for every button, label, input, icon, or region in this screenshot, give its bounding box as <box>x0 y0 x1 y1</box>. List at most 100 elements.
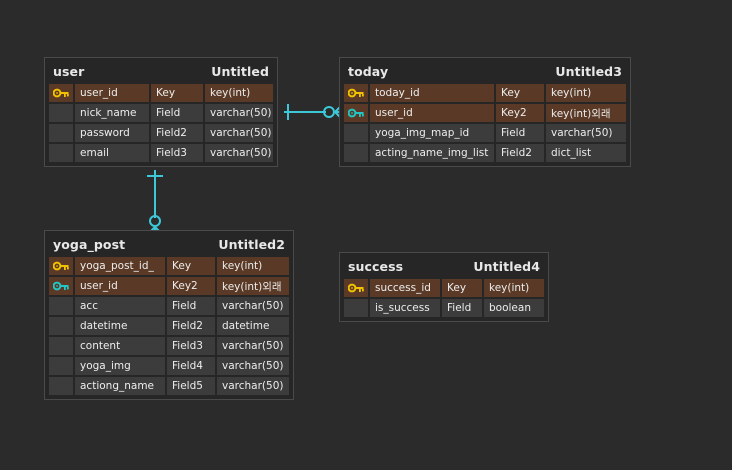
field-datatype: varchar(50) <box>217 357 289 375</box>
field-name: yoga_img_map_id <box>370 124 494 142</box>
field-datatype: key(int) <box>205 84 273 102</box>
primary-key-icon <box>49 257 73 275</box>
primary-key-icon <box>344 84 368 102</box>
field-name: datetime <box>75 317 165 335</box>
relationship-user-yogapost[interactable] <box>146 170 164 236</box>
field-name: user_id <box>370 104 494 122</box>
entity-subtitle: Untitled2 <box>218 237 285 252</box>
field-datatype: boolean <box>484 299 544 317</box>
field-icon-empty <box>49 317 73 335</box>
field-datatype: varchar(50) <box>217 297 289 315</box>
field-icon-empty <box>49 144 73 162</box>
field-name: password <box>75 124 149 142</box>
cardinality-zero-circle <box>149 215 161 227</box>
primary-key-icon <box>344 279 368 297</box>
field-name: user_id <box>75 84 149 102</box>
field-datatype: varchar(50) <box>205 124 273 142</box>
field-role: Key <box>496 84 544 102</box>
field-datatype: key(int) <box>217 257 289 275</box>
field-datatype: varchar(50) <box>546 124 626 142</box>
field-icon-empty <box>344 124 368 142</box>
field-role: Field3 <box>167 337 215 355</box>
field-datatype: key(int) <box>546 84 626 102</box>
field-icon-empty <box>344 299 368 317</box>
field-role: Field5 <box>167 377 215 395</box>
entity-title: today <box>348 64 389 79</box>
field-datatype: key(int)외래 <box>546 104 626 122</box>
field-role: Key <box>151 84 203 102</box>
primary-key-icon <box>49 84 73 102</box>
field-role: Field2 <box>167 317 215 335</box>
relationship-user-today[interactable] <box>284 103 344 121</box>
entity-subtitle: Untitled3 <box>555 64 622 79</box>
field-name: nick_name <box>75 104 149 122</box>
field-icon-empty <box>49 104 73 122</box>
field-role: Field2 <box>151 124 203 142</box>
field-name: user_id <box>75 277 165 295</box>
field-role: Key <box>442 279 482 297</box>
entity-title: user <box>53 64 85 79</box>
field-datatype: key(int)외래 <box>217 277 289 295</box>
entity-title: yoga_post <box>53 237 126 252</box>
field-datatype: varchar(50) <box>217 337 289 355</box>
field-name: success_id <box>370 279 440 297</box>
field-role: Field <box>496 124 544 142</box>
foreign-key-icon <box>344 104 368 122</box>
field-icon-empty <box>49 124 73 142</box>
field-name: acting_name_img_list <box>370 144 494 162</box>
entity-subtitle: Untitled4 <box>473 259 540 274</box>
field-name: actiong_name <box>75 377 165 395</box>
field-name: yoga_post_id_ <box>75 257 165 275</box>
field-datatype: datetime <box>217 317 289 335</box>
field-role: Field2 <box>496 144 544 162</box>
foreign-key-icon <box>49 277 73 295</box>
cardinality-zero-circle <box>323 106 335 118</box>
entity-subtitle: Untitled <box>211 64 269 79</box>
entity-header: success Untitled4 <box>344 257 544 279</box>
field-datatype: varchar(50) <box>205 144 273 162</box>
field-role: Field <box>167 297 215 315</box>
field-icon-empty <box>344 144 368 162</box>
field-name: is_success <box>370 299 440 317</box>
field-role: Key2 <box>167 277 215 295</box>
entity-header: user Untitled <box>49 62 273 84</box>
field-name: yoga_img <box>75 357 165 375</box>
field-datatype: key(int) <box>484 279 544 297</box>
field-icon-empty <box>49 337 73 355</box>
field-role: Field3 <box>151 144 203 162</box>
field-role: Key2 <box>496 104 544 122</box>
field-role: Key <box>167 257 215 275</box>
field-icon-empty <box>49 357 73 375</box>
field-role: Field <box>442 299 482 317</box>
entity-header: today Untitled3 <box>344 62 626 84</box>
field-name: email <box>75 144 149 162</box>
field-name: acc <box>75 297 165 315</box>
field-icon-empty <box>49 297 73 315</box>
